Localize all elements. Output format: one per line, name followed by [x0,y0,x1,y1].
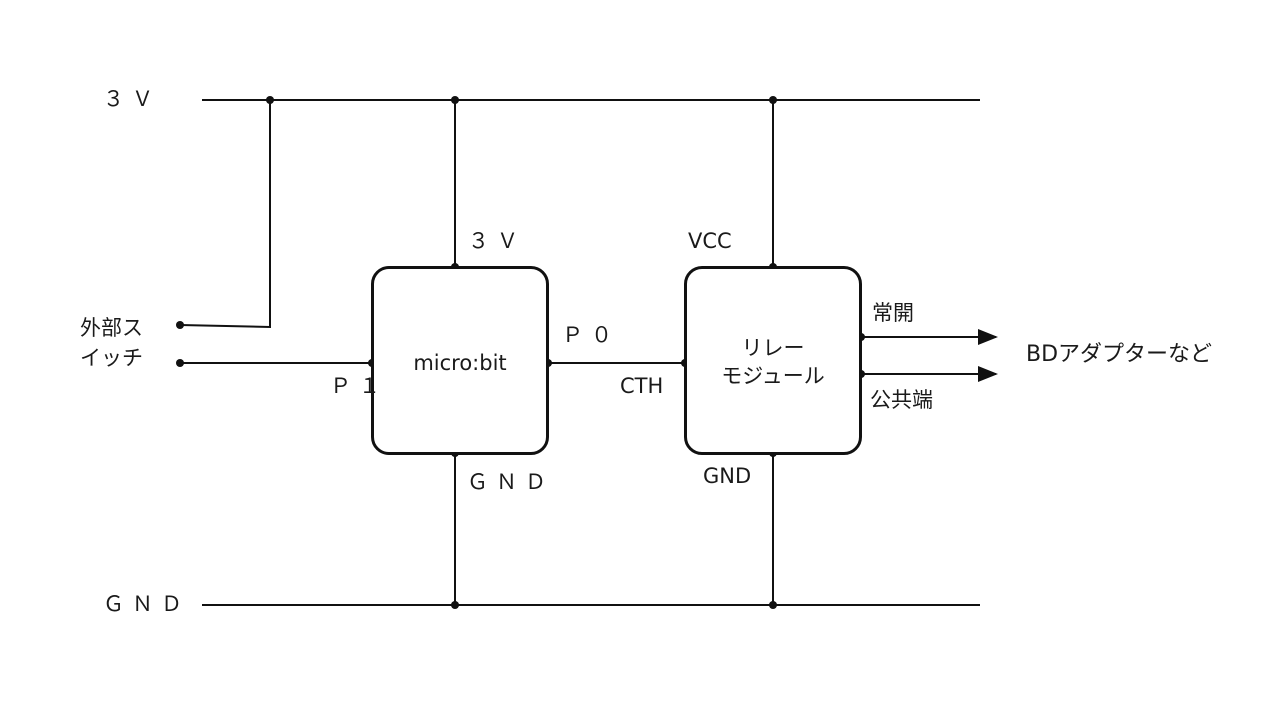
junction-dot [266,96,274,104]
switch-top-wire [179,100,271,329]
junction-dot [451,601,459,609]
microbit-name: micro:bit [413,351,507,375]
switch-label-line2: イッチ [80,346,143,370]
relay-vcc-label: VCC [688,229,732,253]
microbit-box: micro:bit [371,266,549,455]
microbit-p0-label: Ｐ０ [562,323,620,347]
switch-terminal-dot [176,359,184,367]
microbit-p1-label: Ｐ１ [330,374,388,398]
rail-3v-label: ３Ｖ [103,87,161,111]
junction-dot [769,601,777,609]
junction-dot [451,96,459,104]
junction-dot [769,96,777,104]
rail-gnd-label: ＧＮＤ [103,592,190,616]
switch-terminal-dot [176,321,184,329]
switch-label-line1: 外部ス [80,316,143,340]
microbit-3v-label: ３Ｖ [468,229,526,253]
target-device-label: BDアダプターなど [1026,342,1213,367]
relay-gnd-label: GND [703,464,752,488]
microbit-gnd-label: ＧＮＤ [467,470,554,494]
relay-no-label: 常開 [872,301,914,325]
relay-module-box: リレー モジュール [684,266,862,455]
relay-com-label: 公共端 [870,388,933,412]
relay-cth-label: CTH [620,374,664,398]
relay-name-line2: モジュール [721,364,825,388]
relay-name-line1: リレー [741,336,805,360]
